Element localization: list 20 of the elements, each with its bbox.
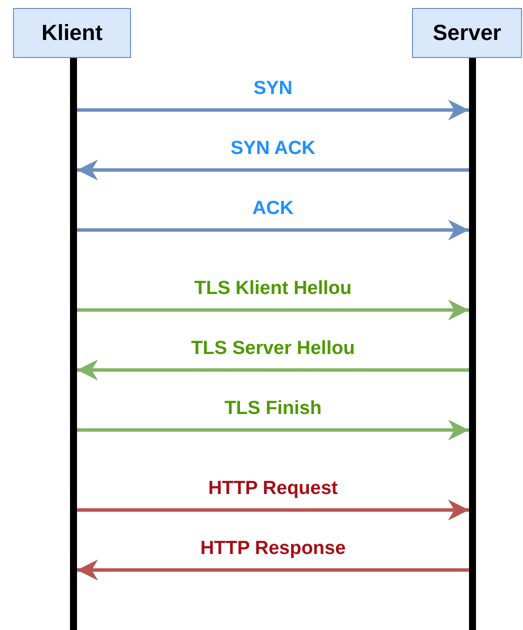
lifeline-bar xyxy=(469,58,476,630)
arrow xyxy=(77,500,469,520)
edge-label: SYN xyxy=(253,78,293,100)
edge-label: SYN ACK xyxy=(230,138,316,160)
edge-label: HTTP Response xyxy=(200,538,346,560)
arrow xyxy=(77,560,469,580)
edge-label: TLS Finish xyxy=(224,398,322,420)
arrow xyxy=(77,300,469,320)
participant-box: Klient xyxy=(13,8,131,58)
edge-label: TLS Klient Hellou xyxy=(194,278,352,300)
edge-label: HTTP Request xyxy=(208,478,338,500)
arrow xyxy=(77,360,469,380)
edge-label: ACK xyxy=(252,198,294,220)
edge-label: TLS Server Hellou xyxy=(191,338,355,360)
participant-box: Server xyxy=(412,8,522,58)
arrow xyxy=(77,220,469,240)
arrow xyxy=(77,160,469,180)
arrow xyxy=(77,100,469,120)
lifeline-bar xyxy=(70,58,77,630)
arrow xyxy=(77,420,469,440)
